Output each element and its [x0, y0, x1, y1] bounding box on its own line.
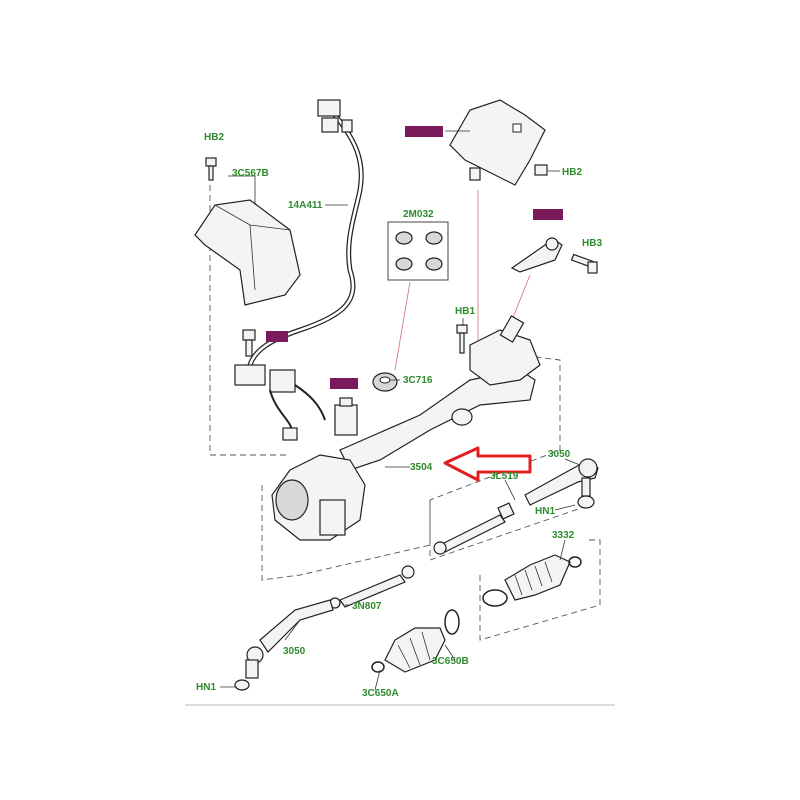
label-3c567b: 3C567B	[232, 168, 269, 179]
heat-shield-3c567a[interactable]	[449, 99, 546, 340]
label-2m032: 2M032	[403, 209, 434, 220]
bolt-hb2-right[interactable]	[469, 164, 548, 181]
label-hb2-left: HB2	[204, 132, 224, 143]
bolt-hb4[interactable]	[242, 329, 256, 357]
label-3332: 3332	[552, 530, 575, 541]
steering-rack-3504[interactable]	[271, 315, 541, 541]
heat-shield-3c567b[interactable]	[194, 199, 301, 306]
label-3c716: 3C716	[403, 375, 433, 386]
label-3050-right: 3050	[548, 449, 571, 460]
leader-lines	[220, 130, 581, 691]
boot-kit-3332[interactable]	[482, 554, 582, 607]
highlight-hb4	[266, 331, 288, 342]
label-hn1-right: HN1	[535, 506, 555, 517]
bracket-2c883[interactable]	[509, 237, 563, 326]
highlight-14a88	[330, 378, 358, 389]
boot-3c650b[interactable]	[371, 609, 460, 673]
bushing-3c716[interactable]	[372, 372, 398, 392]
label-3504: 3504	[410, 462, 433, 473]
label-3n807: 3N807	[352, 601, 382, 612]
label-14a411: 14A411	[288, 200, 323, 211]
label-3c650b: 3C650B	[432, 656, 469, 667]
tie-rod-end-3050-right[interactable]	[524, 458, 599, 509]
red-pointer-arrow	[443, 446, 532, 482]
inner-tie-rod-3l519[interactable]	[433, 502, 515, 555]
inner-tie-rod-left[interactable]	[329, 565, 415, 609]
highlight-2c883	[533, 209, 563, 220]
highlight-3c567a	[405, 126, 443, 137]
bolt-hb1[interactable]	[456, 324, 468, 354]
bolt-hb2-left[interactable]	[205, 157, 217, 181]
bushing-kit-2m032[interactable]	[387, 221, 449, 371]
label-hn1-left: HN1	[196, 682, 216, 693]
tie-rod-end-3050-left[interactable]	[234, 599, 334, 691]
label-3l519: 3L519	[490, 471, 519, 482]
label-3050-left: 3050	[283, 646, 306, 657]
bolt-hb3[interactable]	[570, 253, 598, 274]
label-hb3: HB3	[582, 238, 602, 249]
label-3c650a: 3C650A	[362, 688, 399, 699]
label-hb1: HB1	[455, 306, 475, 317]
label-hb2-right: HB2	[562, 167, 582, 178]
sensor-14a88[interactable]	[334, 397, 358, 436]
